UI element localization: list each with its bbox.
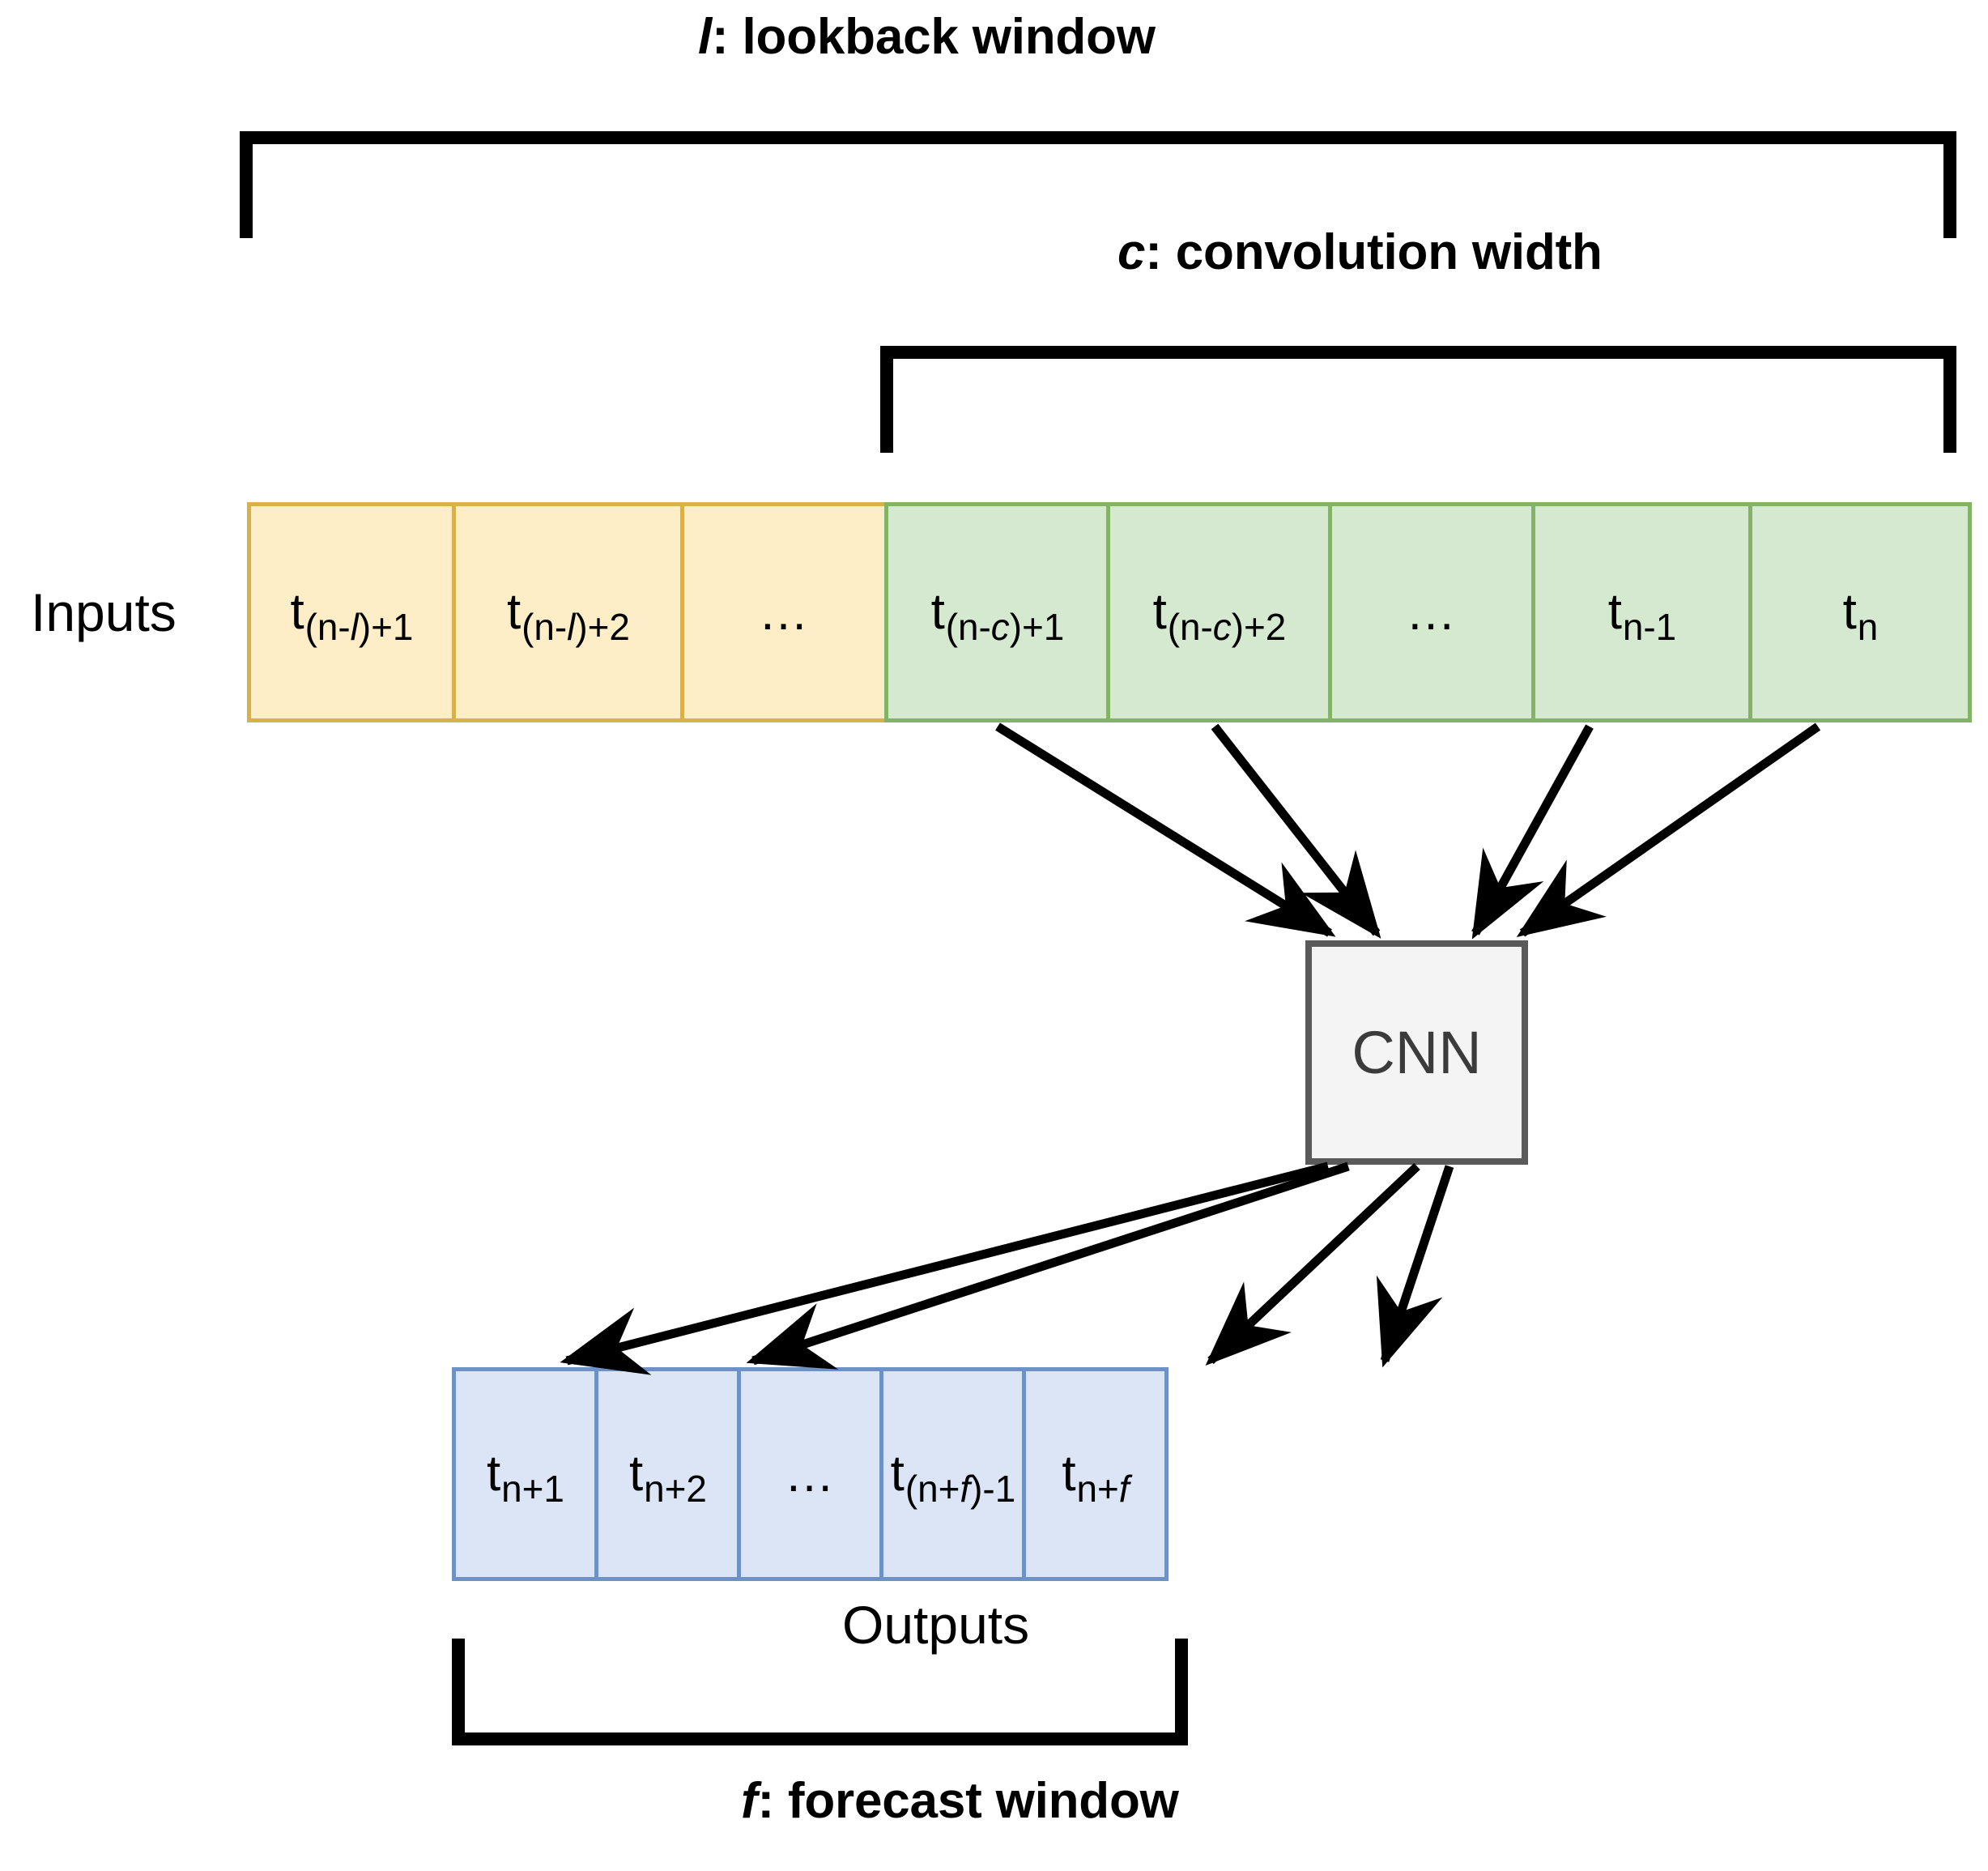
- input-cell-8[interactable]: tn: [1748, 502, 1972, 722]
- forecast-bracket: [452, 1639, 1188, 1745]
- output-cell-5[interactable]: tn+f: [1022, 1367, 1169, 1581]
- arrow-input8-to-cnn: [1516, 722, 1821, 938]
- input-cell-4-label: t(n-c)+1: [930, 584, 1065, 648]
- input-cell-5-label: t(n-c)+2: [1152, 584, 1287, 648]
- input-cell-7[interactable]: tn-1: [1531, 502, 1752, 722]
- output-cell-2[interactable]: tn+2: [594, 1367, 741, 1581]
- output-cell-5-label: tn+f: [1062, 1446, 1130, 1510]
- cnn-processor-box[interactable]: CNN: [1305, 940, 1528, 1165]
- outputs-label: Outputs: [842, 1595, 1030, 1655]
- arrow-cnn-to-output5: [1376, 1165, 1454, 1368]
- arrow-input5-to-cnn: [1211, 723, 1381, 939]
- lookback-window-caption: l: lookback window: [698, 8, 1156, 66]
- inputs-label: Inputs: [31, 582, 177, 642]
- input-cell-1-label: t(n-l)+1: [290, 584, 414, 648]
- input-cell-4[interactable]: t(n-c)+1: [884, 502, 1110, 722]
- input-cell-5[interactable]: t(n-c)+2: [1106, 502, 1332, 722]
- arrow-input7-to-cnn: [1471, 724, 1594, 940]
- lookback-caption-text: : lookback window: [712, 9, 1156, 65]
- arrow-cnn-to-output2: [746, 1161, 1350, 1370]
- output-ellipsis-1: …: [784, 1446, 836, 1502]
- output-cell-4[interactable]: t(n+f)-1: [879, 1367, 1026, 1581]
- forecast-caption-text: : forecast window: [757, 1773, 1179, 1829]
- output-cell-1[interactable]: tn+1: [452, 1367, 598, 1581]
- input-cell-7-label: tn-1: [1607, 584, 1677, 648]
- convolution-bracket: [880, 346, 1956, 453]
- convolution-symbol: c: [1117, 224, 1146, 280]
- forecast-symbol: f: [741, 1773, 758, 1829]
- input-cell-8-label: tn: [1842, 584, 1879, 648]
- input-cells-row: t(n-l)+1 t(n-l)+2 … t(n-c)+1 t(n-c)+2 … …: [247, 502, 1984, 722]
- convolution-width-caption: c: convolution width: [1117, 224, 1603, 281]
- input-cell-2-label: t(n-l)+2: [506, 584, 630, 648]
- convolution-caption-text: : convolution width: [1145, 224, 1603, 280]
- arrow-input4-to-cnn: [995, 722, 1336, 937]
- input-cell-3-ellipsis[interactable]: …: [680, 502, 888, 722]
- lookback-bracket: [240, 131, 1956, 238]
- arrow-cnn-to-output1: [560, 1161, 1330, 1375]
- output-cell-4-label: t(n+f)-1: [890, 1446, 1016, 1510]
- arrow-cnn-to-output4: [1205, 1162, 1420, 1366]
- input-cell-6-ellipsis[interactable]: …: [1328, 502, 1535, 722]
- input-ellipsis-2: …: [1406, 584, 1458, 641]
- output-cell-2-label: tn+2: [628, 1446, 707, 1510]
- output-cell-1-label: tn+1: [486, 1446, 564, 1510]
- cnn-label: CNN: [1352, 1019, 1482, 1086]
- forecast-window-caption: f: forecast window: [741, 1772, 1179, 1830]
- input-ellipsis-1: …: [758, 584, 811, 641]
- input-cell-2[interactable]: t(n-l)+2: [452, 502, 684, 722]
- output-cell-3-ellipsis[interactable]: …: [737, 1367, 883, 1581]
- lookback-symbol: l: [698, 9, 713, 65]
- output-cells-row: tn+1 tn+2 … t(n+f)-1 tn+f: [452, 1367, 1185, 1581]
- input-cell-1[interactable]: t(n-l)+1: [247, 502, 456, 722]
